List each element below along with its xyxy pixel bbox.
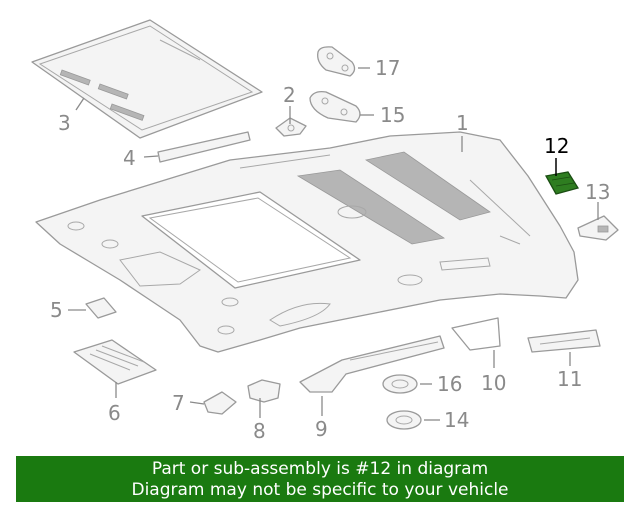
part-16-ring [382,374,418,394]
callout-17: 17 [375,56,400,80]
callout-15: 15 [380,103,405,127]
part-7-clip [203,391,237,415]
parts-diagram: 1 2 3 4 5 6 7 8 9 10 11 12 13 14 15 16 1… [31,19,619,443]
part-11-vent [527,329,601,353]
callout-12: 12 [544,134,569,158]
callout-6: 6 [108,401,121,425]
banner-line-2: Diagram may not be specific to your vehi… [131,480,509,500]
part-1-headliner [35,131,579,353]
callout-labels: 1 2 3 4 5 6 7 8 9 10 11 12 13 14 15 16 1… [50,56,610,443]
part-9-rail [299,335,445,393]
part-12-highlighted [544,171,580,195]
leader-lines [68,67,599,421]
part-5-clip [85,297,117,319]
callout-16: 16 [437,372,462,396]
part-6-panel [73,339,157,385]
part-14-ring [386,410,422,430]
callout-14: 14 [444,408,469,432]
banner-line-1: Part or sub-assembly is #12 in diagram [151,459,489,479]
part-4-strip [157,131,251,163]
part-8-bracket [247,379,281,403]
part-15-pad [309,90,361,123]
callout-5: 5 [50,298,63,322]
part-13-bracket [577,215,619,241]
part-3-sunroof-panel [31,19,263,139]
callout-3: 3 [58,111,71,135]
callout-10: 10 [481,371,506,395]
callout-2: 2 [283,83,296,107]
part-10-panel [451,317,501,351]
callout-13: 13 [585,180,610,204]
callout-7: 7 [172,391,185,415]
callout-9: 9 [315,417,328,441]
part-2-clip [275,117,307,137]
callout-1: 1 [456,111,469,135]
disclaimer-banner: Part or sub-assembly is #12 in diagram D… [16,456,624,502]
callout-11: 11 [557,367,582,391]
part-17-bracket [317,46,356,77]
callout-8: 8 [253,419,266,443]
callout-4: 4 [123,146,136,170]
